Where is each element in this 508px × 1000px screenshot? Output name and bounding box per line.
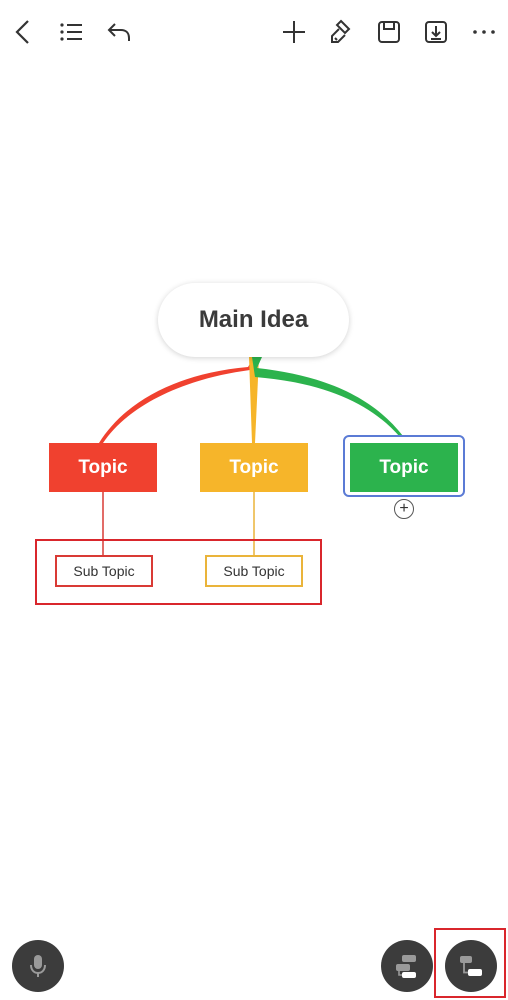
topic-node-yellow[interactable]: Topic [200, 443, 308, 492]
back-button[interactable] [6, 14, 42, 50]
main-idea-node[interactable]: Main Idea [158, 283, 349, 357]
topic-node-green[interactable]: Topic [350, 443, 458, 492]
add-button[interactable] [276, 14, 312, 50]
tree-layout-icon [460, 956, 482, 976]
layout-structure-icon [396, 955, 416, 978]
save-icon [378, 21, 400, 43]
format-brush-button[interactable] [323, 14, 359, 50]
undo-button[interactable] [101, 14, 137, 50]
format-brush-icon [331, 19, 351, 43]
outline-button[interactable] [53, 14, 89, 50]
more-icon [473, 30, 495, 34]
subtopic-node-yellow[interactable]: Sub Topic [205, 555, 303, 587]
add-child-button[interactable]: + [394, 499, 414, 519]
top-toolbar [0, 0, 508, 64]
layout-structure-button[interactable] [381, 940, 433, 992]
topic-node-red[interactable]: Topic [49, 443, 157, 492]
highlight-box-subtopics [35, 539, 322, 605]
branch-yellow [249, 357, 259, 443]
highlight-box-tree-layout [434, 928, 506, 998]
subtopic-node-red[interactable]: Sub Topic [55, 555, 153, 587]
microphone-icon [30, 955, 46, 977]
export-button[interactable] [418, 14, 454, 50]
branch-green [252, 357, 403, 437]
back-icon [15, 20, 29, 44]
save-button[interactable] [371, 14, 407, 50]
add-icon [283, 21, 305, 43]
branch-red [99, 357, 254, 443]
undo-icon [107, 23, 130, 41]
more-button[interactable] [466, 14, 502, 50]
voice-input-button[interactable] [12, 940, 64, 992]
selection-frame [343, 435, 465, 497]
outline-list-icon [60, 23, 82, 41]
export-download-icon [425, 21, 447, 43]
tree-layout-button[interactable] [445, 940, 497, 992]
